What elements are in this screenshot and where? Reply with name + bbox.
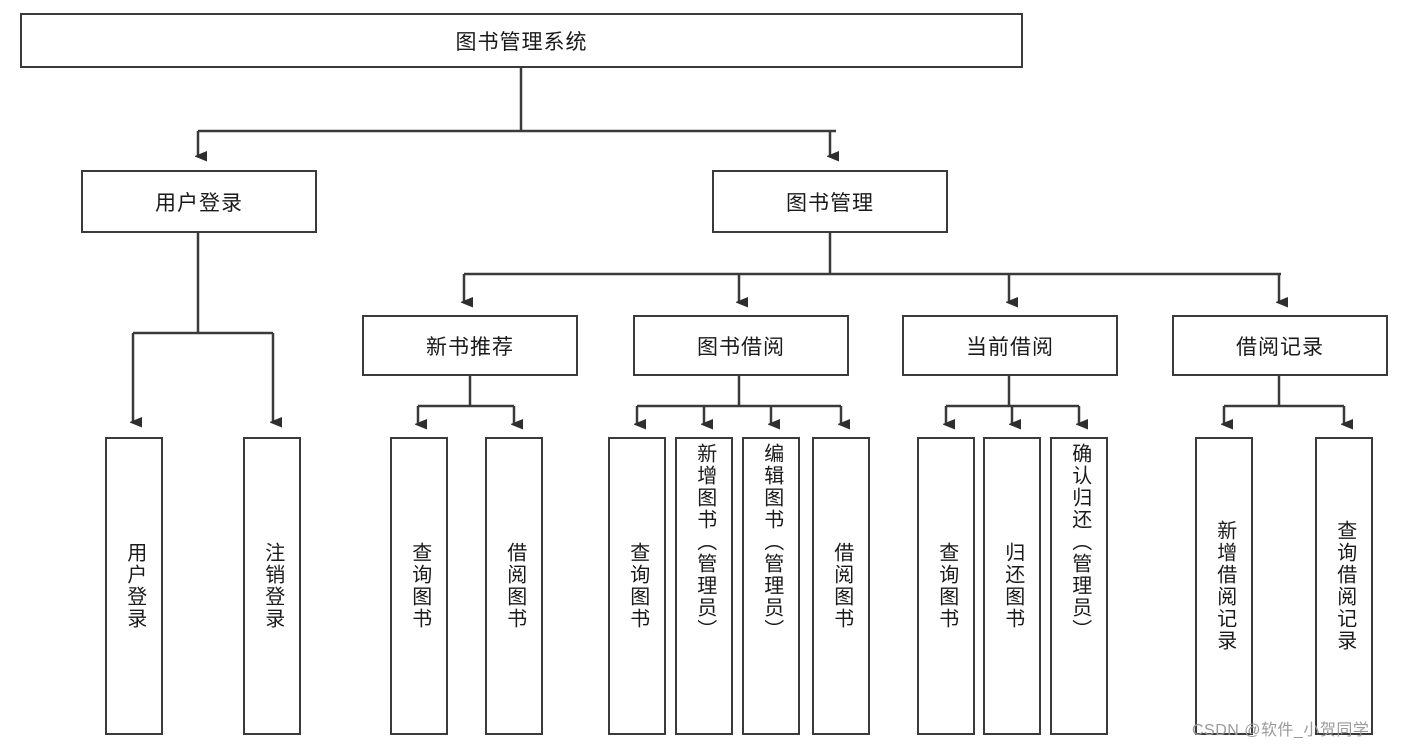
node-label: 借阅图书 bbox=[830, 542, 853, 630]
node-label: 当前借阅 bbox=[966, 335, 1054, 359]
node-new-book-recommend[interactable]: 新书推荐 bbox=[362, 315, 578, 376]
node-leaf-return-book[interactable]: 归还图书 bbox=[983, 437, 1041, 735]
node-label: 新书推荐 bbox=[426, 335, 514, 359]
node-leaf-borrow-book-1[interactable]: 借阅图书 bbox=[485, 437, 543, 735]
node-leaf-user-login[interactable]: 用户登录 bbox=[105, 437, 163, 735]
node-leaf-query-record[interactable]: 查询借阅记录 bbox=[1315, 437, 1373, 735]
node-leaf-query-book-3[interactable]: 查询图书 bbox=[917, 437, 975, 735]
node-label: 图书借阅 bbox=[697, 335, 785, 359]
node-label: 查询借阅记录 bbox=[1333, 520, 1356, 652]
node-label: 新增借阅记录 bbox=[1213, 520, 1236, 652]
node-label: 查询图书 bbox=[626, 542, 649, 630]
node-borrow-record[interactable]: 借阅记录 bbox=[1172, 315, 1388, 376]
node-label: 查询图书 bbox=[408, 542, 431, 630]
node-user-login[interactable]: 用户登录 bbox=[81, 170, 317, 233]
node-label: 查询图书 bbox=[935, 542, 958, 630]
node-label: 借阅记录 bbox=[1236, 335, 1324, 359]
node-leaf-query-book-1[interactable]: 查询图书 bbox=[390, 437, 448, 735]
csdn-watermark: CSDN @软件_小贺同学 bbox=[1192, 722, 1370, 739]
node-label: 新增图书（管理员） bbox=[693, 443, 716, 641]
node-label: 确认归还（管理员） bbox=[1068, 443, 1091, 641]
node-leaf-confirm-return[interactable]: 确认归还（管理员） bbox=[1050, 437, 1108, 735]
node-label: 用户登录 bbox=[155, 191, 243, 215]
node-label: 归还图书 bbox=[1001, 542, 1024, 630]
node-label: 图书管理系统 bbox=[455, 30, 588, 54]
node-label: 借阅图书 bbox=[503, 542, 526, 630]
node-label: 图书管理 bbox=[786, 191, 874, 215]
node-book-borrow[interactable]: 图书借阅 bbox=[633, 315, 849, 376]
node-leaf-logout[interactable]: 注销登录 bbox=[243, 437, 301, 735]
node-root-book-management-system[interactable]: 图书管理系统 bbox=[20, 13, 1023, 68]
node-leaf-query-book-2[interactable]: 查询图书 bbox=[608, 437, 666, 735]
node-leaf-edit-book[interactable]: 编辑图书（管理员） bbox=[742, 437, 800, 735]
node-leaf-add-record[interactable]: 新增借阅记录 bbox=[1195, 437, 1253, 735]
node-label: 编辑图书（管理员） bbox=[760, 443, 783, 641]
node-current-borrow[interactable]: 当前借阅 bbox=[902, 315, 1118, 376]
node-label: 用户登录 bbox=[123, 542, 146, 630]
node-label: 注销登录 bbox=[261, 542, 284, 630]
node-leaf-add-book[interactable]: 新增图书（管理员） bbox=[675, 437, 733, 735]
node-book-management[interactable]: 图书管理 bbox=[712, 170, 948, 233]
node-leaf-borrow-book-2[interactable]: 借阅图书 bbox=[812, 437, 870, 735]
